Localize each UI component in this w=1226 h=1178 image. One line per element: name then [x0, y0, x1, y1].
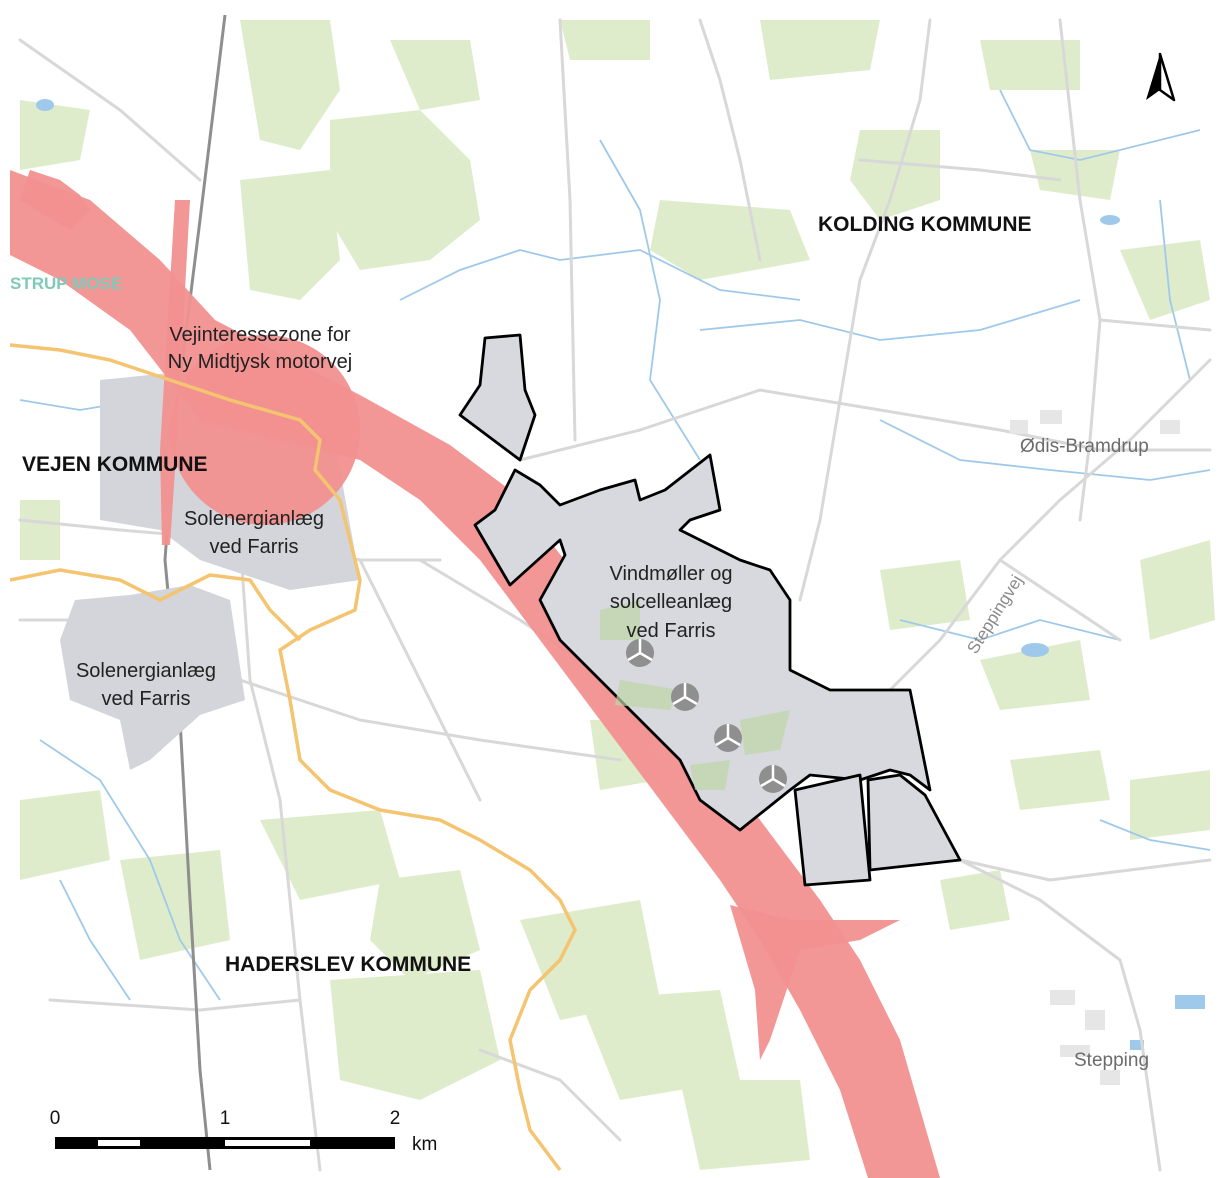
- project-area-north-plot[interactable]: [458, 333, 537, 462]
- vejinteresse-label-line2: Ny Midtjysk motorvej: [168, 351, 352, 373]
- turbine-icon: [626, 639, 654, 667]
- solar-area-1-label-line1: Solenergianlæg: [184, 508, 324, 530]
- forest-areas: [20, 20, 1215, 1170]
- scale-tick-1: 1: [220, 1108, 231, 1129]
- haderslev-kommune-label: HADERSLEV KOMMUNE: [225, 953, 471, 976]
- project-area-south-plot-1[interactable]: [793, 773, 872, 887]
- turbine-icon: [714, 724, 742, 752]
- stepping-label: Stepping: [1074, 1050, 1149, 1071]
- scale-tick-2: 2: [390, 1108, 401, 1129]
- project-label-line1: Vindmøller og: [609, 563, 732, 585]
- north-arrow-icon: [1146, 52, 1176, 102]
- road-network: [18, 18, 1212, 1172]
- kolding-kommune-label: KOLDING KOMMUNE: [818, 213, 1032, 236]
- solar-area-2-label-line1: Solenergianlæg: [76, 660, 216, 682]
- project-area-south-plot-2[interactable]: [866, 773, 962, 872]
- odis-bramdrup-label: Ødis-Bramdrup: [1020, 436, 1149, 457]
- lakes: [36, 99, 1205, 1050]
- turbine-icon: [759, 765, 787, 793]
- municipal-borders: [9, 343, 577, 1172]
- scale-tick-0: 0: [50, 1108, 61, 1129]
- project-area-main-plot[interactable]: [473, 453, 932, 832]
- motorway-interchange-circle: [170, 335, 360, 525]
- scale-bar: 0 1 2 km: [50, 1108, 438, 1155]
- turbine-icon: [671, 683, 699, 711]
- town-buildings: [1010, 410, 1180, 1085]
- solar-area-2-label-line2: ved Farris: [102, 688, 191, 710]
- strup-mose-label: STRUP MOSE: [10, 274, 122, 293]
- scale-unit: km: [412, 1134, 437, 1155]
- project-label-line3: ved Farris: [627, 620, 716, 642]
- wind-turbines: [626, 639, 787, 793]
- vejinteresse-label-line1: Vejinteressezone for: [169, 324, 351, 346]
- vejen-kommune-label: VEJEN KOMMUNE: [22, 453, 208, 476]
- project-vegetation: [600, 600, 790, 790]
- project-label-line2: solcelleanlæg: [610, 591, 732, 613]
- project-area[interactable]: [458, 333, 962, 887]
- solar-area-1-label-line2: ved Farris: [210, 536, 299, 558]
